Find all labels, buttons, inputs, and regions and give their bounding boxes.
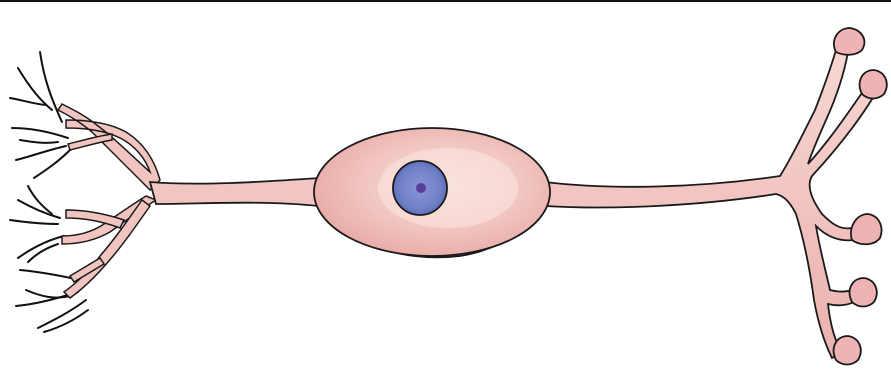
- dendrites: [58, 104, 160, 298]
- axon-terminal-2: [860, 70, 887, 99]
- nucleolus: [416, 183, 426, 193]
- axon-terminal-1: [834, 28, 864, 55]
- axon-terminal-3: [851, 214, 882, 244]
- axon-terminal-4: [850, 278, 877, 307]
- axon-terminal-5: [834, 336, 861, 365]
